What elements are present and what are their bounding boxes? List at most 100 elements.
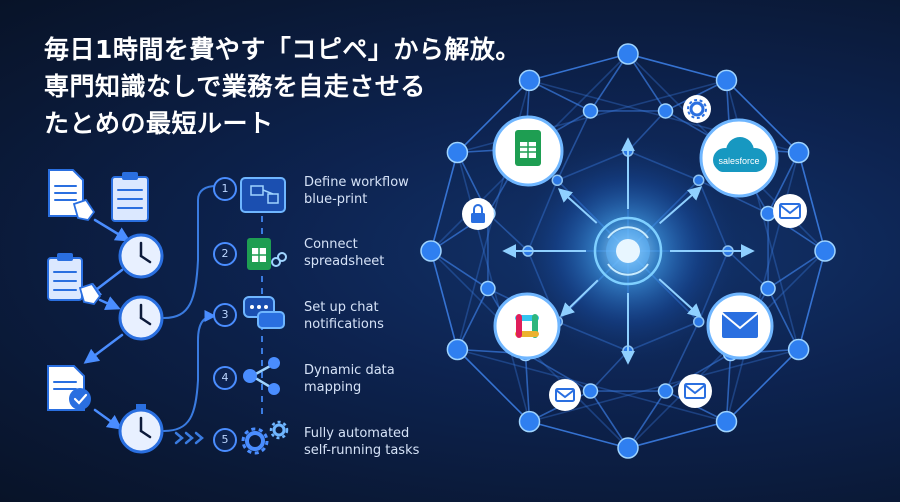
network-link: [430, 152, 459, 252]
network-node: [518, 69, 541, 92]
network-node: [582, 103, 599, 119]
network-node: [760, 280, 776, 297]
network-link: [430, 250, 489, 290]
network-node: [657, 103, 674, 119]
salesforce-label: salesforce: [718, 156, 759, 166]
step-5-label: Fully automated self-running tasks: [304, 425, 419, 459]
google-sheets-node: [492, 115, 564, 187]
network-link: [665, 352, 731, 392]
network-link: [456, 79, 531, 154]
network-link: [627, 53, 727, 82]
step-5-line-2: self-running tasks: [304, 443, 420, 458]
step-2-label: Connect spreadsheet: [304, 236, 384, 270]
network-link: [456, 288, 489, 350]
network-link: [529, 420, 629, 449]
gears-icon: [241, 420, 289, 455]
network-node: [657, 383, 674, 399]
mail-node-bottom-left: [549, 379, 581, 411]
network-link: [529, 79, 591, 112]
network-link: [627, 420, 727, 449]
step-3-label: Set up chat notifications: [304, 299, 384, 333]
network-link: [589, 390, 629, 449]
document-check-icon: [47, 365, 91, 411]
mail-icon: [684, 383, 706, 399]
network-link: [529, 53, 629, 82]
network-node: [446, 338, 469, 361]
stopwatch-icon: [118, 404, 164, 454]
step-3-line-1: Set up chat: [304, 300, 379, 315]
lock-node: [462, 198, 494, 230]
step-2-line-1: Connect: [304, 237, 358, 252]
hub-arrow: [658, 186, 703, 225]
network-node: [715, 410, 738, 433]
step-4-line-2: mapping: [304, 380, 362, 395]
step-1-number: 1: [213, 177, 237, 201]
slack-icon: [515, 314, 539, 338]
network-link: [589, 53, 629, 112]
network-link: [627, 390, 667, 449]
lock-icon: [471, 213, 485, 223]
chat-bubbles-icon: [243, 296, 285, 329]
gear-icon: [689, 101, 705, 117]
mail-icon: [779, 203, 801, 219]
network-node: [715, 69, 738, 92]
network-link: [767, 152, 800, 214]
network-node: [760, 205, 776, 222]
clipboard-icon: [111, 172, 149, 222]
network-link: [456, 348, 531, 423]
network-node: [518, 410, 541, 433]
step-1-label: Define workflow blue-print: [304, 174, 409, 208]
network-node: [480, 280, 496, 297]
salesforce-cloud-icon: [713, 137, 767, 172]
mail-node-bottom-right: [678, 374, 712, 408]
gear-node: [683, 95, 711, 123]
headline-line-1: 毎日1時間を費やす「コピペ」から解放。: [44, 35, 521, 64]
network-link: [627, 53, 667, 112]
hand-cursor-icon: [78, 282, 102, 305]
hub-arrows: [502, 137, 755, 365]
hub-arrow: [658, 278, 703, 318]
envelope-icon: [722, 312, 758, 338]
step-1-line-1: Define workflow: [304, 175, 409, 190]
network-node: [446, 141, 469, 164]
network-node: [420, 240, 442, 262]
network-link: [725, 353, 732, 422]
network-node: [617, 43, 639, 65]
clock-icon: [118, 295, 164, 341]
network-node: [787, 141, 810, 164]
network-link: [725, 348, 800, 423]
clipboard-icon: [47, 253, 83, 301]
blueprint-icon: [240, 177, 286, 213]
headline-line-3: たとめの最短ルート: [44, 109, 274, 138]
step-5-line-1: Fully automated: [304, 426, 410, 441]
network-link: [797, 152, 826, 252]
network-node: [582, 383, 599, 399]
step-5-number: 5: [213, 428, 237, 452]
mail-node-right: [773, 194, 807, 228]
hub-core: [593, 216, 663, 286]
network-link: [430, 250, 459, 350]
spreadsheet-link-icon: [247, 238, 287, 270]
network-link: [524, 353, 531, 422]
network-link: [797, 250, 826, 350]
network-node: [814, 240, 836, 262]
salesforce-node: salesforce: [699, 118, 779, 198]
step-1-line-2: blue-print: [304, 192, 368, 207]
step-3-line-2: notifications: [304, 317, 384, 332]
mail-icon: [555, 388, 575, 402]
step-4-line-1: Dynamic data: [304, 363, 395, 378]
hand-cursor-icon: [72, 198, 96, 221]
headline-line-2: 専門知識なしで業務を自走させる: [44, 72, 426, 101]
manual-process-illustration: [47, 169, 217, 454]
network-node: [787, 338, 810, 361]
clock-icon: [118, 233, 164, 279]
step-2-number: 2: [213, 242, 237, 266]
network-node: [617, 437, 639, 459]
hub-arrow: [557, 188, 598, 224]
network-link: [725, 79, 800, 154]
network-link: [767, 288, 800, 350]
step-2-line-2: spreadsheet: [304, 254, 385, 269]
step-4-number: 4: [213, 366, 237, 390]
